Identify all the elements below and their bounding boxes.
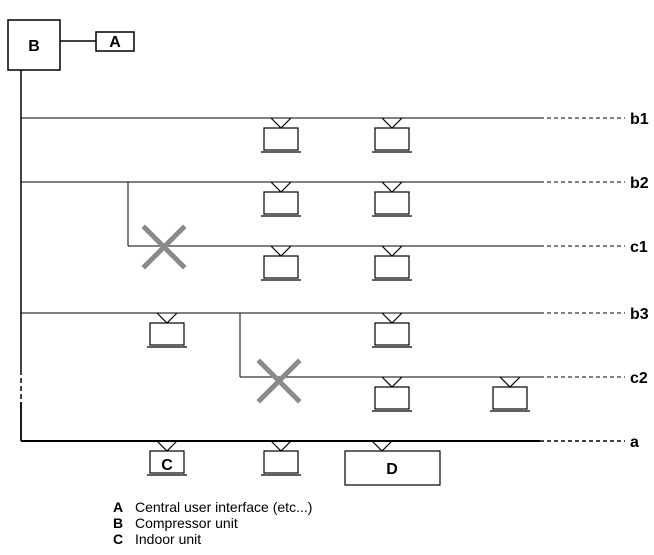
legend-text: Compressor unit [135, 515, 238, 531]
legend-key: B [113, 515, 124, 531]
indoor-unit-c1-2 [371, 245, 413, 281]
not-allowed-cross-c2 [256, 358, 302, 404]
central-interface-box [95, 31, 135, 52]
label-b3: b3 [630, 306, 649, 323]
indoor-unit-c2-1 [371, 376, 413, 412]
legend-text: Central user interface (etc...) [135, 499, 313, 515]
label-a: a [630, 434, 639, 451]
indoor-unit-b3-2 [371, 312, 413, 348]
indoor-unit-b1-1 [260, 117, 302, 153]
indoor-unit-a-2 [260, 440, 302, 476]
label-c2: c2 [630, 370, 648, 387]
indoor-unit-label: C [161, 457, 173, 474]
connector-d [371, 440, 393, 452]
box-d-label: D [386, 461, 398, 478]
indoor-unit-b3-1 [146, 312, 188, 348]
not-allowed-cross-c1 [141, 224, 187, 270]
box-d [344, 450, 441, 486]
indoor-unit-b2-1 [260, 181, 302, 217]
legend-row-c: C Indoor unit [113, 531, 312, 547]
indoor-unit-c1-1 [260, 245, 302, 281]
label-b2: b2 [630, 175, 649, 192]
legend-key: A [113, 499, 124, 515]
legend-row-b: B Compressor unit [113, 515, 312, 531]
legend-key: C [113, 531, 124, 547]
indoor-unit-b2-2 [371, 181, 413, 217]
label-b1: b1 [630, 111, 649, 128]
central-interface-label: A [109, 34, 121, 51]
compressor-unit-label: B [28, 38, 40, 55]
legend-row-a: A Central user interface (etc...) [113, 499, 312, 515]
indoor-unit-c2-2 [489, 376, 531, 412]
legend-text: Indoor unit [135, 531, 202, 547]
indoor-unit-b1-2 [371, 117, 413, 153]
legend: A Central user interface (etc...) B Comp… [113, 499, 312, 547]
label-c1: c1 [630, 239, 648, 256]
compressor-unit-box [7, 19, 61, 71]
